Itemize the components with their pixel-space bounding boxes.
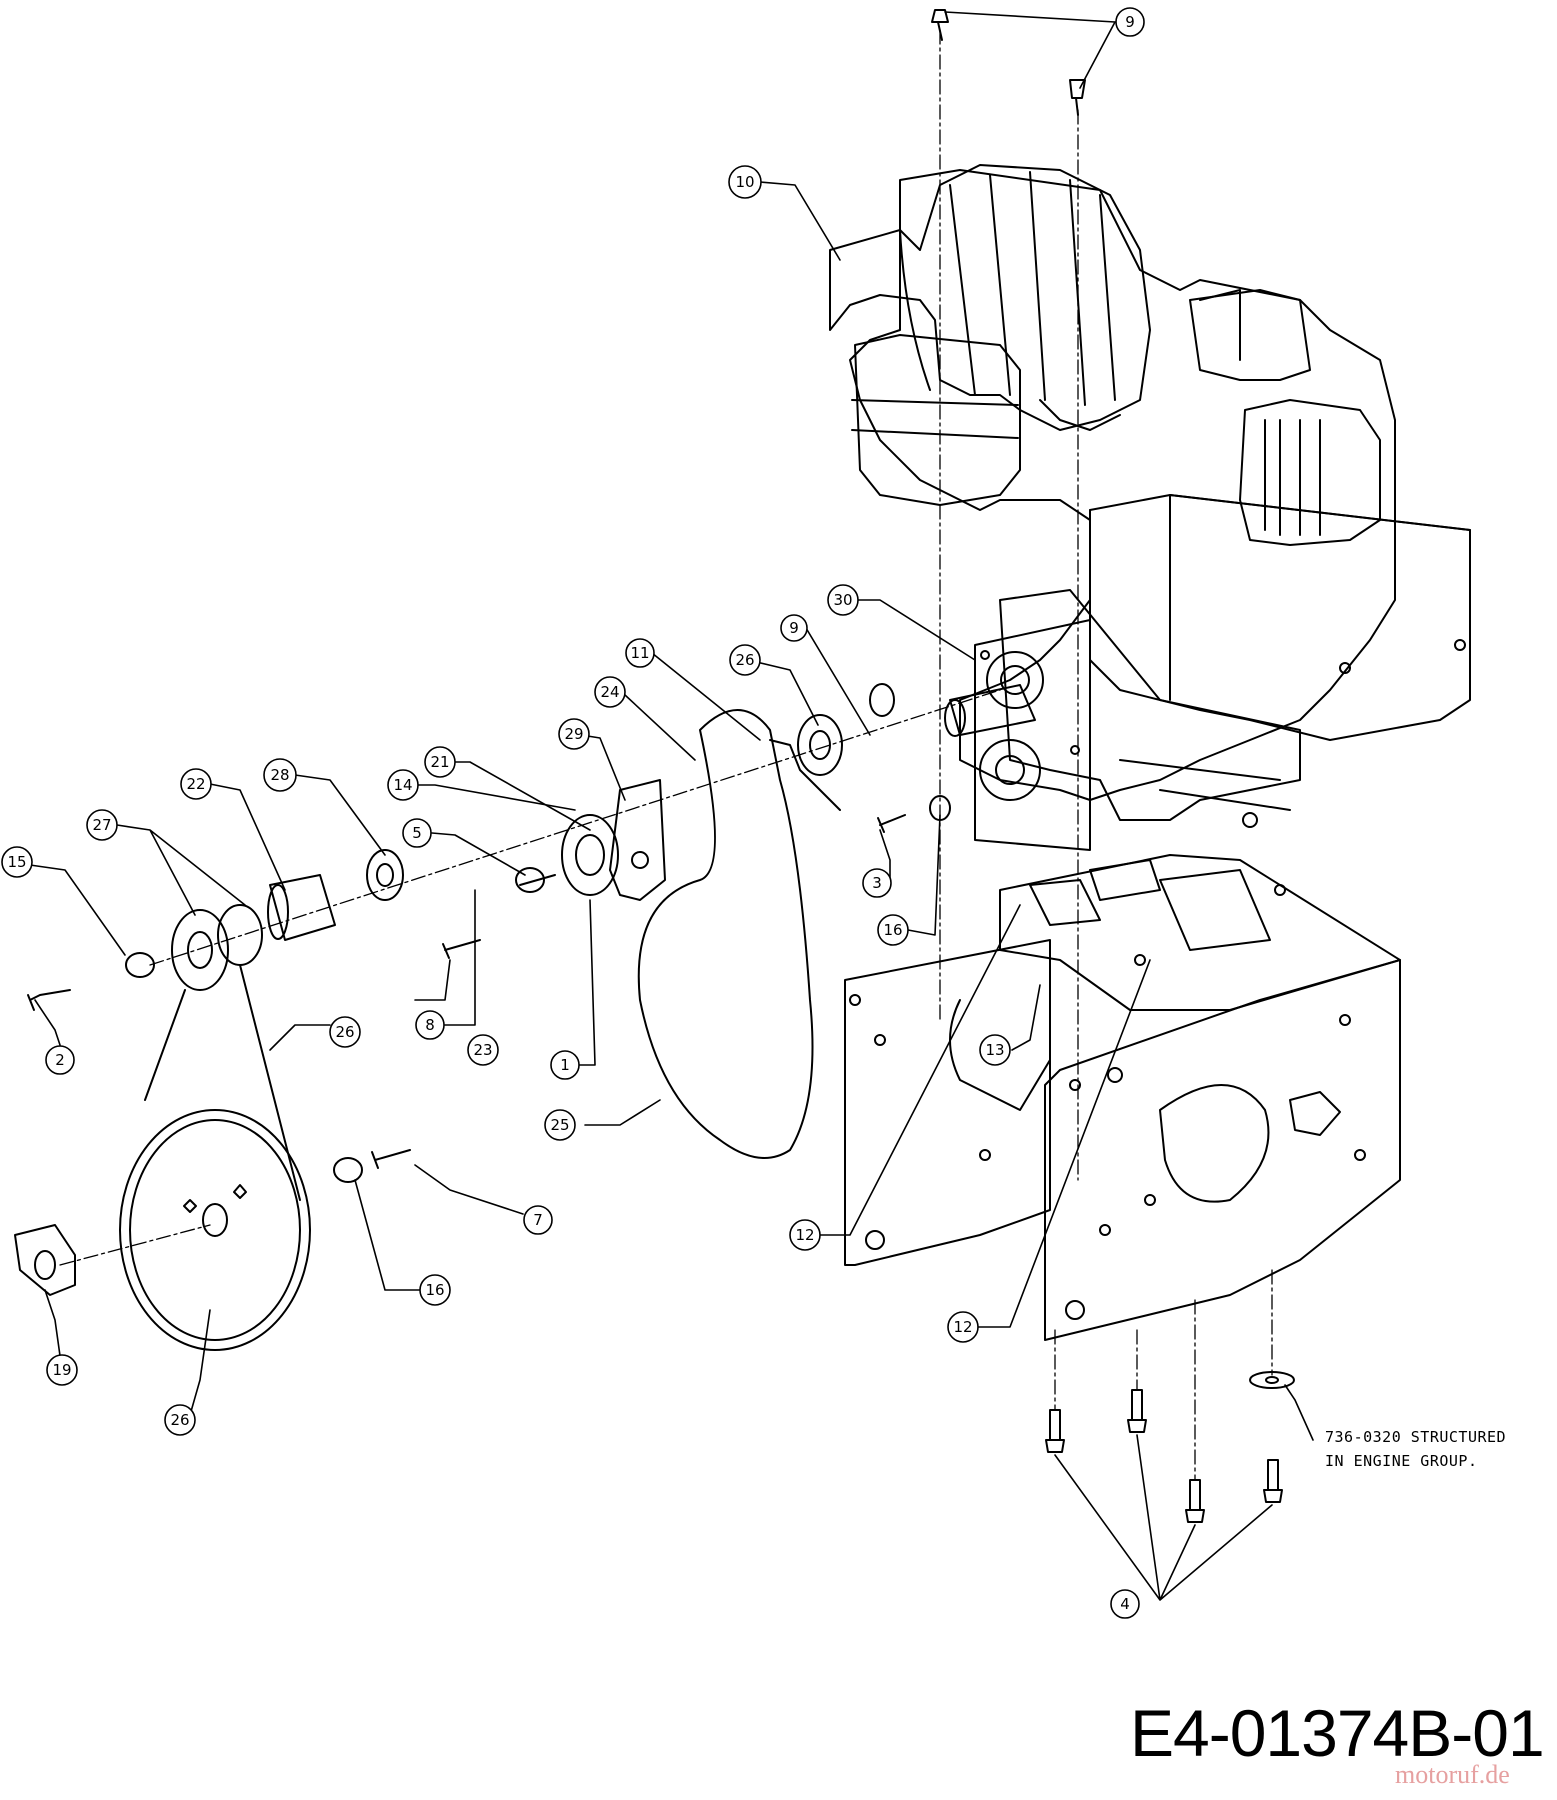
svg-text:25: 25 xyxy=(550,1116,569,1134)
callout-26-lower: 26 xyxy=(164,1404,196,1436)
callout-4: 4 xyxy=(1110,1589,1140,1619)
frame-assembly xyxy=(844,854,1401,1523)
svg-text:16: 16 xyxy=(425,1281,444,1299)
callout-8: 8 xyxy=(415,1010,445,1040)
svg-text:26: 26 xyxy=(735,651,754,669)
callout-7: 7 xyxy=(523,1205,553,1235)
svg-text:22: 22 xyxy=(186,775,205,793)
callout-text: 9 xyxy=(1125,13,1135,31)
svg-text:27: 27 xyxy=(92,816,111,834)
callout-labels: 9 10 30 9 26 11 24 29 28 22 27 21 14 5 1… xyxy=(1,7,1145,1619)
svg-text:28: 28 xyxy=(270,766,289,784)
callout-18-upper: 16 xyxy=(877,914,909,946)
callout-13: 13 xyxy=(979,1034,1011,1066)
drawing-number: E4-01374B-01 xyxy=(1130,1696,1545,1770)
callout-9-mid: 9 xyxy=(780,614,808,642)
svg-text:26: 26 xyxy=(170,1411,189,1429)
svg-text:4: 4 xyxy=(1120,1595,1130,1613)
callout-21: 22 xyxy=(180,768,212,800)
svg-text:9: 9 xyxy=(789,619,799,637)
callout-1: 1 xyxy=(550,1050,580,1080)
callout-3: 3 xyxy=(862,868,892,898)
engine-assembly xyxy=(829,9,1471,851)
svg-text:30: 30 xyxy=(833,591,852,609)
callout-27: 27 xyxy=(86,809,118,841)
callout-11: 11 xyxy=(625,638,655,668)
callout-22: 24 xyxy=(594,676,626,708)
drive-components xyxy=(14,683,951,1351)
callout-20: 21 xyxy=(424,746,456,778)
svg-text:16: 16 xyxy=(883,921,902,939)
callout-16-lower: 16 xyxy=(419,1274,451,1306)
leader-lines xyxy=(29,11,1314,1601)
structured-note-line-1: 736-0320 STRUCTURED xyxy=(1325,1428,1507,1446)
svg-text:5: 5 xyxy=(412,824,422,842)
callout-26-upper: 26 xyxy=(729,644,761,676)
svg-text:26: 26 xyxy=(335,1023,354,1041)
svg-text:12: 12 xyxy=(953,1318,972,1336)
svg-text:19: 19 xyxy=(52,1361,71,1379)
callout-28: 28 xyxy=(263,758,297,792)
callout-29: 29 xyxy=(558,718,590,750)
svg-text:10: 10 xyxy=(735,173,754,191)
svg-text:21: 21 xyxy=(430,753,449,771)
svg-text:3: 3 xyxy=(872,874,882,892)
svg-text:2: 2 xyxy=(55,1051,65,1069)
svg-text:24: 24 xyxy=(600,683,619,701)
watermark-logo: motoruf.de xyxy=(1395,1760,1510,1789)
svg-text:1: 1 xyxy=(560,1056,570,1074)
callout-24: 25 xyxy=(544,1109,576,1141)
svg-text:8: 8 xyxy=(425,1016,435,1034)
callout-12-left: 12 xyxy=(789,1219,821,1251)
callout-25: 26 xyxy=(329,1016,361,1048)
callout-10: 10 xyxy=(728,165,762,199)
callout-23: 23 xyxy=(467,1034,499,1066)
callout-9-top: 9 xyxy=(1115,7,1145,37)
svg-text:12: 12 xyxy=(795,1226,814,1244)
alignment-lines xyxy=(59,29,1273,1481)
svg-text:7: 7 xyxy=(533,1211,543,1229)
svg-text:23: 23 xyxy=(473,1041,492,1059)
callout-14: 14 xyxy=(387,769,419,801)
svg-text:15: 15 xyxy=(7,853,26,871)
callout-2: 2 xyxy=(45,1045,75,1075)
structured-note-line-2: IN ENGINE GROUP. xyxy=(1325,1452,1478,1470)
callout-5: 5 xyxy=(402,818,432,848)
svg-text:11: 11 xyxy=(630,644,649,662)
svg-text:14: 14 xyxy=(393,776,412,794)
callout-19: 19 xyxy=(46,1354,78,1386)
svg-text:13: 13 xyxy=(985,1041,1004,1059)
svg-text:29: 29 xyxy=(564,725,583,743)
callout-12-right: 12 xyxy=(947,1311,979,1343)
callout-30: 30 xyxy=(827,584,859,616)
callout-15: 15 xyxy=(1,846,33,878)
